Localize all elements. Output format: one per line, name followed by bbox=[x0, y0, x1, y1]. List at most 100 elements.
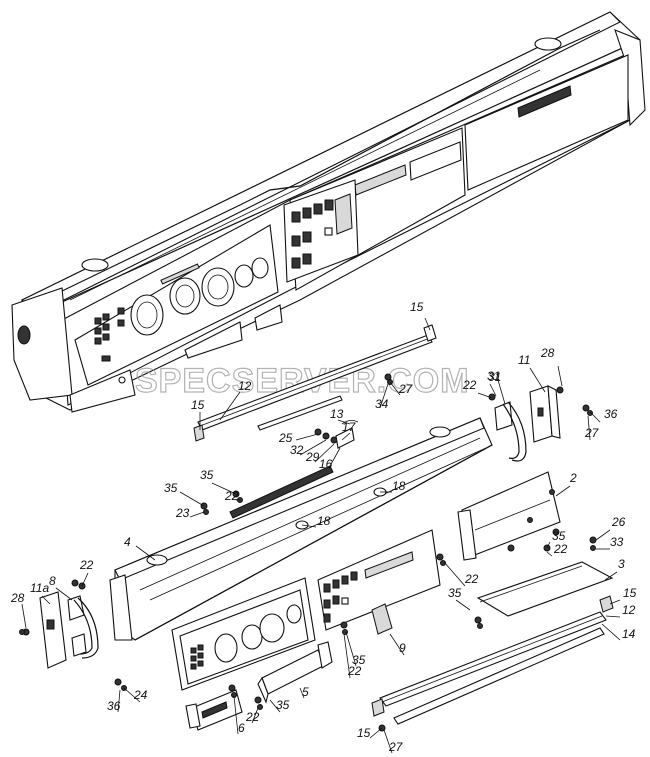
leader-line bbox=[605, 615, 621, 618]
callout-label: 22 bbox=[464, 572, 479, 586]
callout-label: 14 bbox=[622, 627, 636, 641]
callout-label: 8 bbox=[49, 574, 56, 588]
callout-label: 35 bbox=[200, 468, 214, 482]
bracket-right-upper bbox=[494, 385, 561, 462]
leader-line bbox=[587, 415, 591, 441]
leader-line bbox=[219, 391, 241, 421]
callout-label: 31 bbox=[487, 369, 500, 383]
leader-line bbox=[601, 623, 621, 641]
callout-label: 12 bbox=[622, 603, 636, 617]
callout-label: 35 bbox=[552, 529, 566, 543]
leader-line bbox=[369, 727, 383, 739]
leader-line bbox=[604, 571, 618, 581]
callout-label: 22 bbox=[245, 710, 260, 724]
callout-label: 9 bbox=[399, 641, 406, 655]
callout-label: 34 bbox=[375, 397, 389, 411]
leader-line bbox=[546, 551, 553, 557]
leader-line bbox=[179, 491, 205, 507]
leader-line bbox=[489, 383, 497, 397]
callout-label: 31 bbox=[488, 370, 501, 384]
leader-line bbox=[123, 687, 141, 703]
leader-line bbox=[497, 379, 506, 405]
leader-line bbox=[557, 365, 563, 387]
callout-label: 18 bbox=[392, 479, 406, 493]
leader-line bbox=[546, 541, 551, 549]
leader-line bbox=[189, 511, 205, 518]
callout-label: 5 bbox=[302, 685, 309, 699]
leader-line bbox=[299, 439, 327, 456]
callout-label: 28 bbox=[10, 591, 25, 605]
left-end-slot bbox=[17, 325, 31, 345]
leader-line bbox=[117, 689, 121, 713]
leader-line bbox=[211, 482, 237, 495]
leader-line bbox=[135, 545, 156, 561]
leader-line bbox=[609, 599, 621, 605]
ashtray-handle bbox=[334, 193, 353, 235]
callout-label: 36 bbox=[107, 699, 121, 713]
trim-strip-upper bbox=[193, 324, 437, 442]
callout-label: 13 bbox=[330, 407, 344, 421]
leader-line bbox=[389, 633, 405, 656]
callout-label: 4 bbox=[124, 535, 131, 549]
watermark: SPECSERVER.COM bbox=[135, 362, 470, 400]
callout-label: 18 bbox=[317, 514, 331, 528]
leader-lines bbox=[21, 317, 621, 754]
leader-line bbox=[329, 447, 341, 467]
leader-line bbox=[337, 419, 351, 425]
callout-label: 35 bbox=[448, 586, 462, 600]
gauges-top bbox=[94, 257, 269, 362]
callout-label: 24 bbox=[133, 688, 148, 702]
callout-label: 15 bbox=[357, 726, 371, 740]
callout-label: 22 bbox=[553, 542, 568, 556]
callout-label: 16 bbox=[319, 457, 333, 471]
callout-label: 27 bbox=[398, 382, 414, 396]
leader-line bbox=[529, 367, 546, 393]
leader-line bbox=[343, 633, 351, 679]
leader-line bbox=[41, 595, 51, 605]
callout-label: 23 bbox=[175, 506, 190, 520]
leader-line bbox=[81, 572, 89, 587]
leader-line bbox=[389, 381, 401, 396]
top-hole-right bbox=[534, 37, 562, 51]
leader-line bbox=[55, 587, 73, 601]
bracket-left bbox=[22, 579, 127, 691]
callout-label: 15 bbox=[410, 300, 424, 314]
leader-line bbox=[21, 603, 27, 629]
leader-line bbox=[233, 695, 239, 735]
glovebox-handle bbox=[517, 85, 572, 118]
callout-label: 35 bbox=[276, 698, 290, 712]
top-hole-left bbox=[81, 258, 109, 272]
callout-label: 27 bbox=[388, 740, 404, 754]
leader-line bbox=[555, 485, 571, 497]
callout-label: 15 bbox=[191, 398, 205, 412]
callout-label: 22 bbox=[224, 489, 239, 503]
callout-label: 12 bbox=[238, 379, 252, 393]
leader-line bbox=[299, 687, 305, 699]
callout-label: 28 bbox=[540, 346, 555, 360]
leader-line bbox=[379, 383, 389, 409]
instrument-cluster-panel bbox=[171, 577, 316, 691]
callout-label: 15 bbox=[623, 586, 637, 600]
callout-label: 32 bbox=[290, 443, 304, 457]
callout-label: 35 bbox=[352, 653, 366, 667]
leader-line bbox=[269, 699, 281, 713]
callout-label: 17 bbox=[342, 420, 357, 434]
leader-line bbox=[301, 524, 317, 528]
callout-label: 27 bbox=[584, 426, 600, 440]
switch-block-top bbox=[291, 199, 334, 269]
leader-line bbox=[345, 631, 357, 667]
leader-line bbox=[295, 433, 319, 441]
leader-line bbox=[477, 392, 493, 399]
leader-line bbox=[383, 729, 393, 754]
trim-strip-lower bbox=[371, 595, 614, 732]
callout-label: 26 bbox=[611, 515, 626, 529]
callout-label: 36 bbox=[604, 407, 618, 421]
leader-line bbox=[424, 317, 431, 331]
leader-line bbox=[589, 411, 601, 423]
panel-3 bbox=[474, 561, 614, 629]
bracket-6 bbox=[185, 684, 263, 731]
leader-line bbox=[341, 432, 351, 441]
